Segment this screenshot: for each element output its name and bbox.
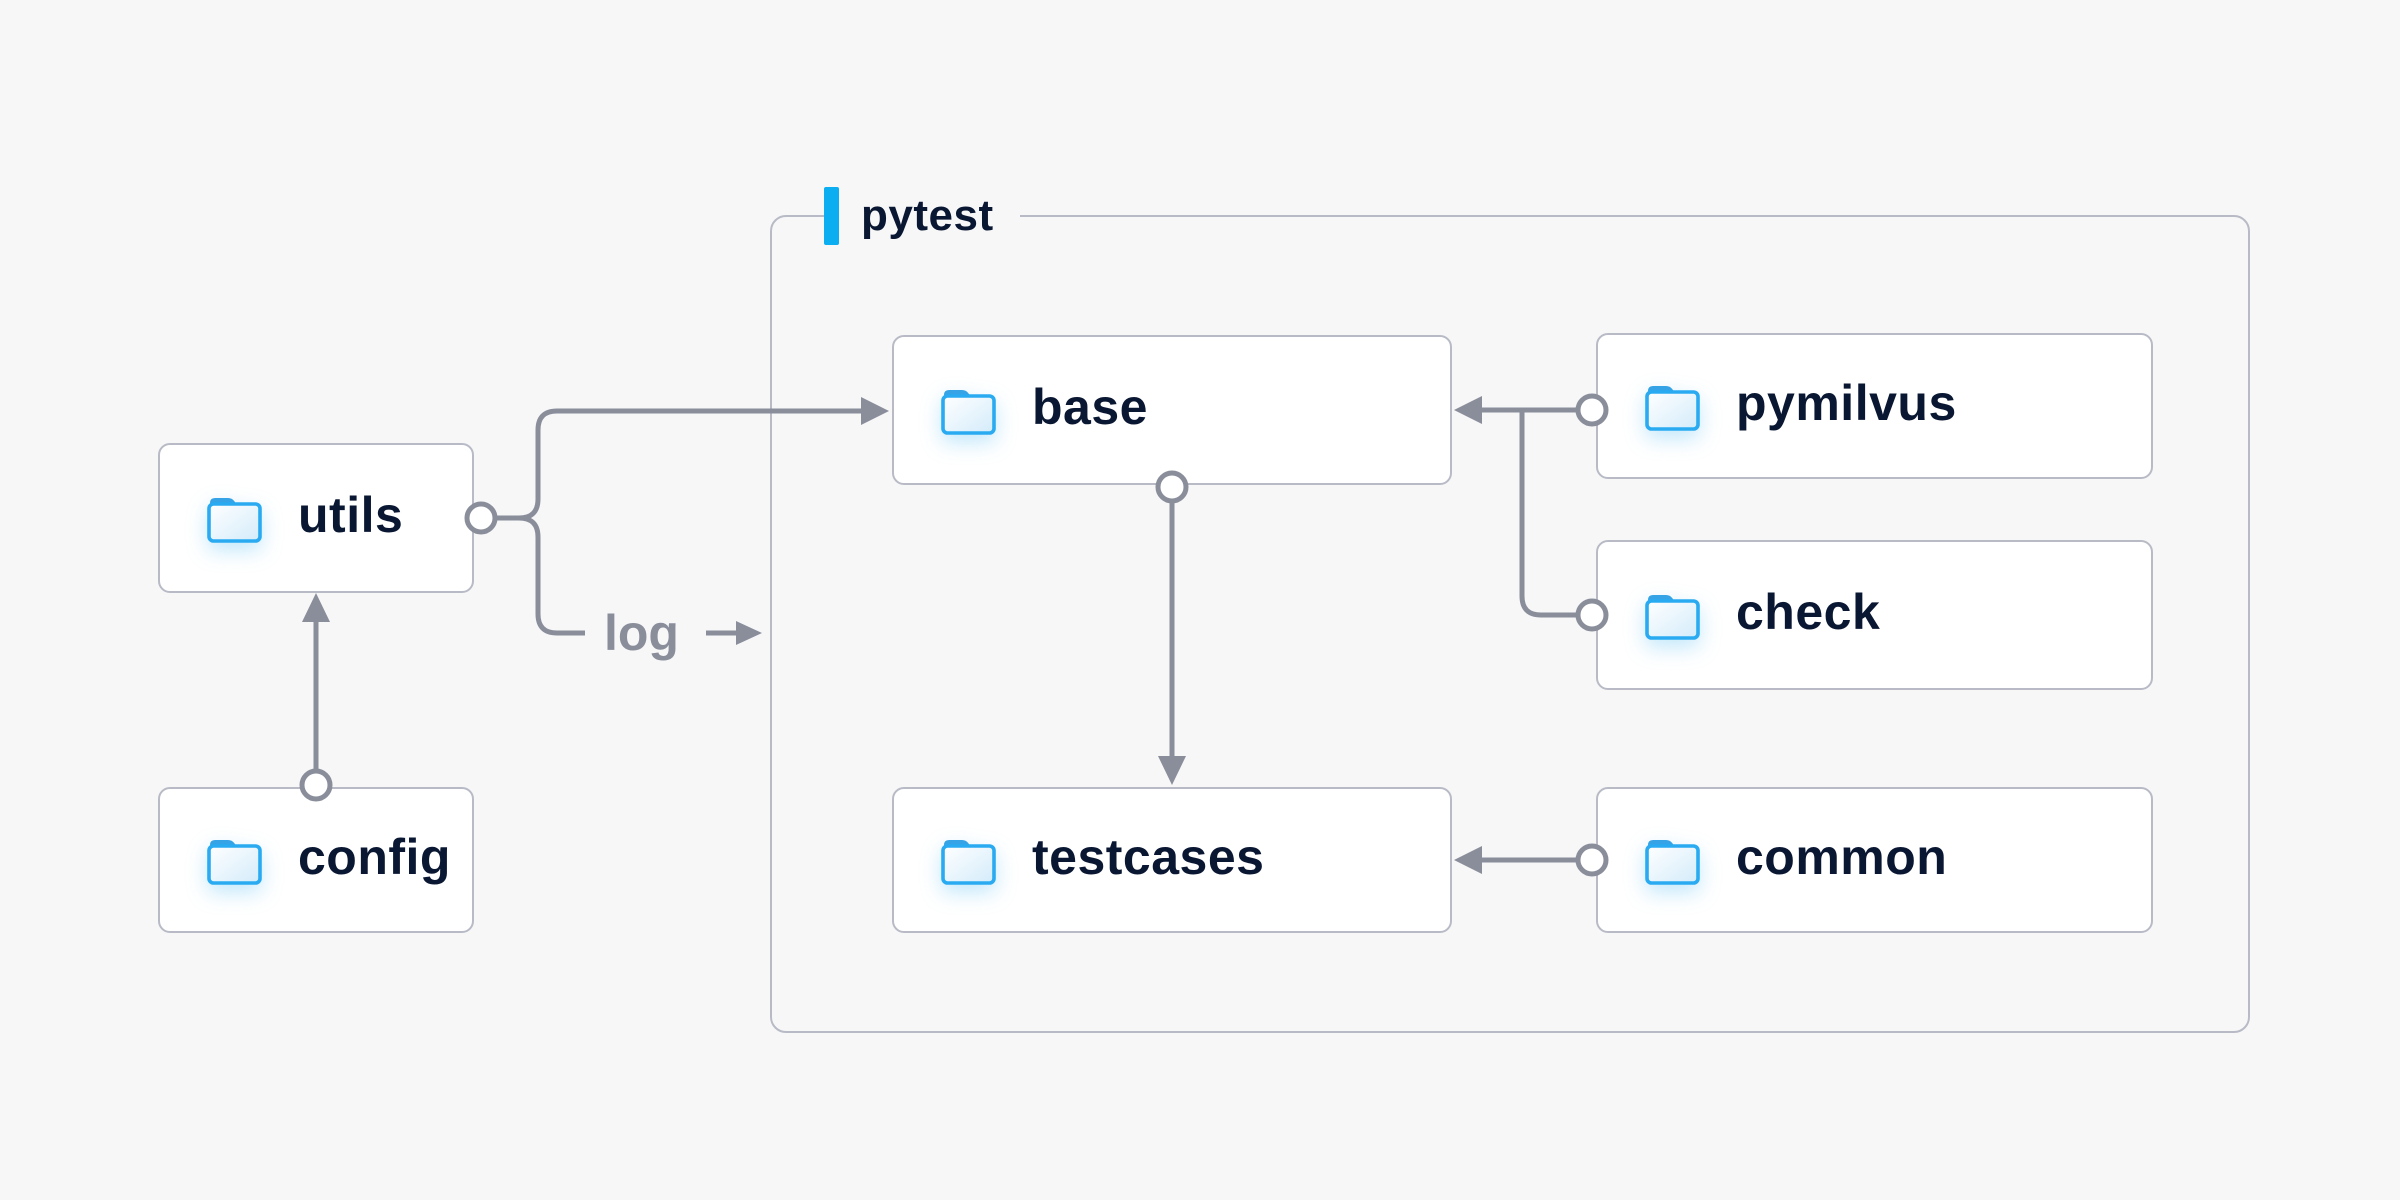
folder-icon	[1640, 587, 1704, 643]
folder-icon	[202, 832, 266, 888]
pytest-label-text: pytest	[861, 191, 994, 240]
node-label-config: config	[298, 829, 451, 885]
folder-icon	[202, 490, 266, 546]
node-label-pymilvus: pymilvus	[1736, 375, 1957, 431]
node-config: config	[158, 787, 474, 933]
node-check: check	[1596, 540, 2153, 690]
node-label-testcases: testcases	[1032, 829, 1265, 885]
edge-label-log: log	[604, 605, 679, 661]
folder-icon	[936, 382, 1000, 438]
node-label-check: check	[1736, 584, 1881, 640]
edge-config-utils	[299, 593, 333, 802]
node-utils: utils	[158, 443, 474, 593]
node-pymilvus: pymilvus	[1596, 333, 2153, 479]
node-base: base	[892, 335, 1452, 485]
pytest-container-label: pytest	[824, 185, 1020, 247]
accent-bar	[824, 187, 839, 245]
pytest-container	[770, 215, 2250, 1033]
node-label-base: base	[1032, 379, 1148, 435]
node-label-utils: utils	[298, 487, 404, 543]
folder-icon	[1640, 378, 1704, 434]
node-testcases: testcases	[892, 787, 1452, 933]
folder-icon	[936, 832, 1000, 888]
node-common: common	[1596, 787, 2153, 933]
node-label-common: common	[1736, 829, 1948, 885]
folder-icon	[1640, 832, 1704, 888]
